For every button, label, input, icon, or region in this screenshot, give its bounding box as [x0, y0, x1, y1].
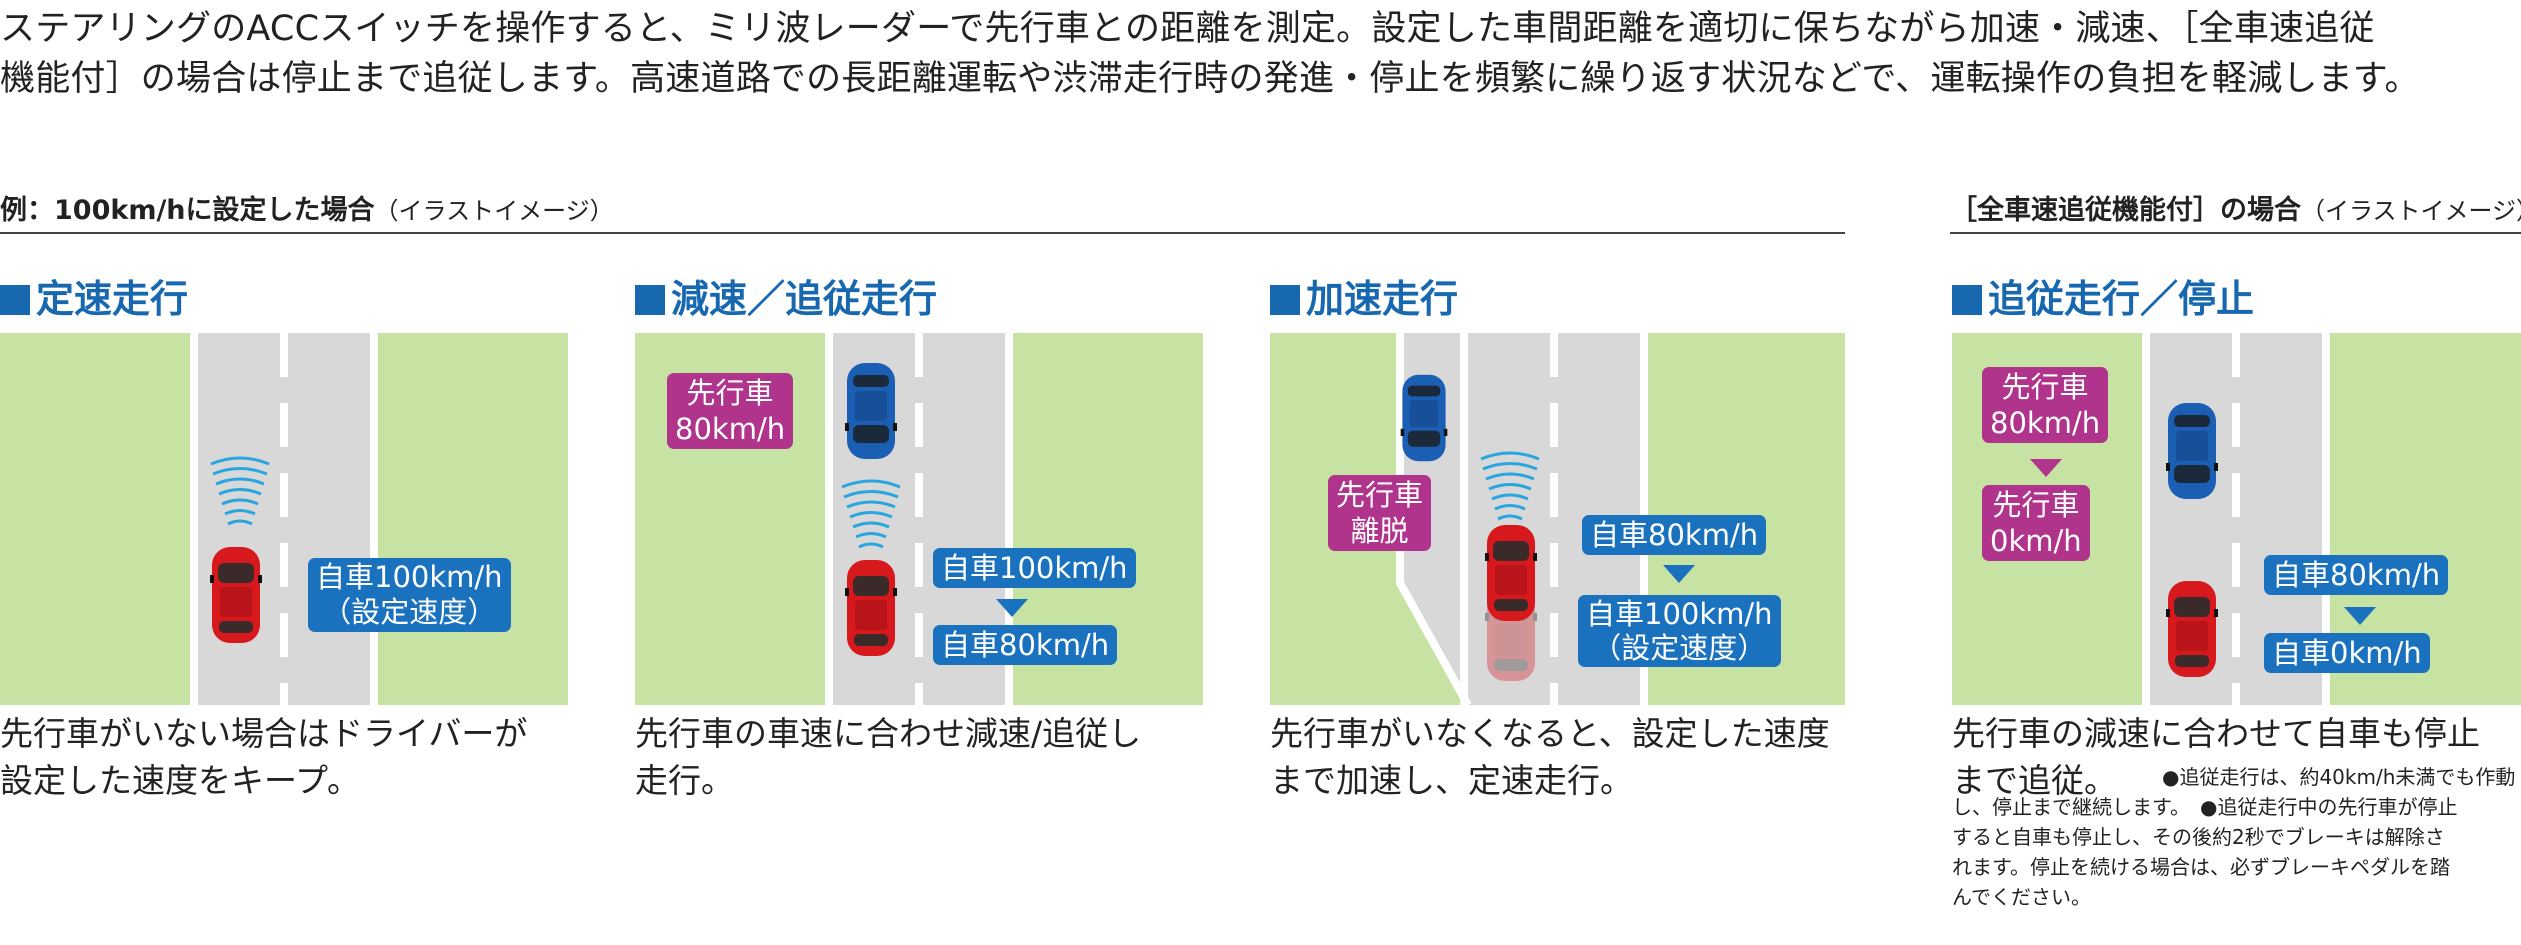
lane-edge-line [190, 333, 198, 705]
arrow-down-icon [996, 599, 1028, 617]
intro-line-1: ステアリングのACCスイッチを操作すると、ミリ波レーダーで先行車との距離を測定。… [0, 9, 2375, 49]
panel-4-note: ●追従走行は、約40km/h未満でも作動 し、停止まで継続します。 ●追従走行中… [1952, 765, 2516, 909]
lead-car-tag-moving: 先行車 80km/h [1982, 367, 2109, 443]
own-speed-tag: 自車100km/h （設定速度） [308, 558, 511, 632]
panel-1-illustration: 自車100km/h （設定速度） [0, 333, 568, 705]
radar-waves-icon [1480, 433, 1540, 523]
panel-2-illustration: 先行車 80km/h 自車100km/h 自車80km/h [635, 333, 1203, 705]
own-car-icon [1485, 523, 1537, 623]
square-bullet-icon [0, 285, 30, 315]
arrow-down-icon [1663, 565, 1695, 583]
panel-1-description: 先行車がいない場合はドライバーが 設定した速度をキープ。 [0, 714, 528, 800]
radar-waves-icon [210, 438, 270, 528]
square-bullet-icon [1952, 285, 1982, 315]
square-bullet-icon [635, 285, 665, 315]
fullspeed-divider [1950, 232, 2521, 234]
lead-car-icon [1400, 373, 1448, 463]
own-car-icon [210, 545, 262, 645]
radar-waves-icon [841, 461, 901, 551]
panel-3-illustration: 先行車 離脱 自車80km/h 自車100km/h （設定速度） [1270, 333, 1845, 705]
panel-2-title: 減速／追従走行 [635, 268, 937, 323]
lane-dash-line [915, 333, 923, 705]
panel-4-title: 追従走行／停止 [1952, 268, 2254, 323]
lane-dash-line [280, 333, 288, 705]
example-caption: 例：100km/hに設定した場合（イラストイメージ） [0, 188, 614, 227]
square-bullet-icon [1270, 285, 1300, 315]
lead-car-tag: 先行車 80km/h [667, 373, 794, 449]
fullspeed-caption: ［全車速追従機能付］の場合（イラストイメージ） [1950, 188, 2521, 227]
own-speed-after-tag: 自車80km/h [933, 625, 1118, 665]
lane-edge-line [370, 333, 378, 705]
fullspeed-caption-title: ［全車速追従機能付］の場合 [1950, 195, 2301, 226]
example-caption-title: 例：100km/hに設定した場合 [0, 195, 375, 226]
lead-car-tag-stopped: 先行車 0km/h [1982, 485, 2090, 561]
intro-text: ステアリングのACCスイッチを操作すると、ミリ波レーダーで先行車との距離を測定。… [0, 4, 2521, 104]
panel-4-illustration: 先行車 80km/h 先行車 0km/h 自車80km/h 自車0km/h [1952, 333, 2521, 705]
fullspeed-caption-sub: （イラストイメージ） [2301, 197, 2521, 225]
arrow-down-icon [2344, 607, 2376, 625]
example-caption-sub: （イラストイメージ） [374, 197, 614, 225]
own-car-icon [2166, 579, 2218, 679]
own-car-icon [845, 558, 897, 658]
own-speed-before-tag: 自車100km/h [933, 548, 1136, 588]
panel-3-title: 加速走行 [1270, 268, 1458, 323]
lead-car-icon [845, 361, 897, 461]
panel-2-description: 先行車の車速に合わせ減速/追従し 走行。 [635, 714, 1142, 800]
lane-edge-line [1005, 333, 1013, 705]
lane-dash-line [2232, 333, 2240, 705]
lane-edge-line [825, 333, 833, 705]
lead-car-icon [2166, 401, 2218, 501]
panel-4-description: 先行車の減速に合わせて自車も停止 まで追従。 [1952, 714, 2480, 800]
example-divider [0, 232, 1845, 234]
own-speed-after-tag: 自車0km/h [2264, 633, 2430, 673]
lane-edge-line [2142, 333, 2150, 705]
own-speed-before-tag: 自車80km/h [1582, 515, 1767, 555]
panel-3-description: 先行車がいなくなると、設定した速度 まで加速し、定速走行。 [1270, 714, 1830, 800]
intro-line-2: 機能付］の場合は停止まで追従します。高速道路での長距離運転や渋滞走行時の発進・停… [0, 59, 2420, 99]
own-speed-before-tag: 自車80km/h [2264, 555, 2449, 595]
panel-1-title: 定速走行 [0, 268, 188, 323]
own-speed-after-tag: 自車100km/h （設定速度） [1578, 595, 1781, 667]
arrow-down-icon [2030, 459, 2062, 477]
lane-edge-line [2322, 333, 2330, 705]
lead-car-tag: 先行車 離脱 [1328, 475, 1432, 551]
